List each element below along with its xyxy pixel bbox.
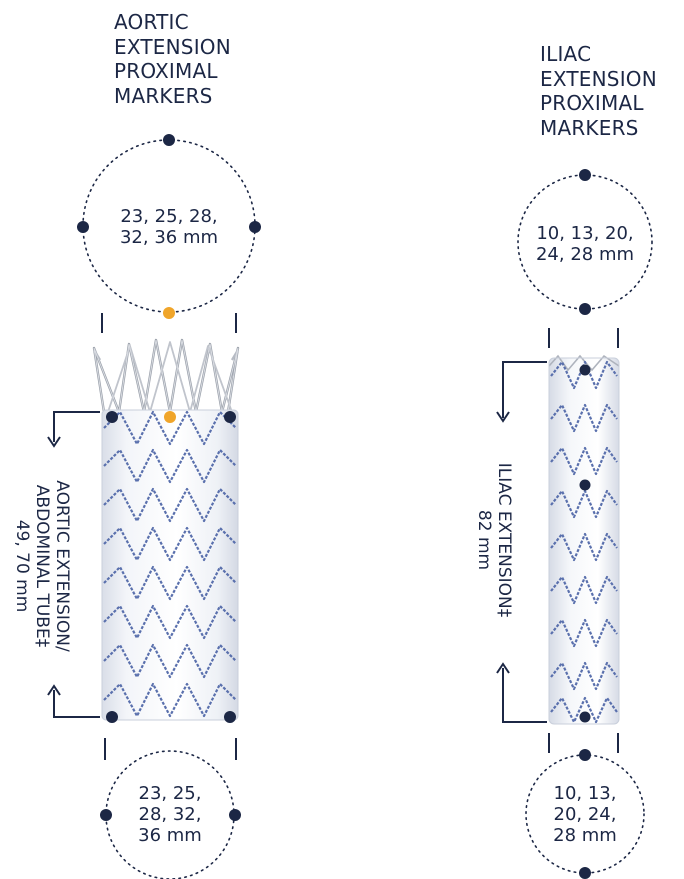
aortic-proximal-sizes-line-1: 23, 25, 28, bbox=[120, 206, 218, 227]
aortic-distal-marker-left bbox=[100, 809, 112, 821]
aortic-distal-sizes: 23, 25, 28, 32, 36 mm bbox=[138, 783, 202, 846]
iliac-markers-heading: ILIAC EXTENSION PROXIMAL MARKERS bbox=[540, 42, 657, 140]
iliac-stent-rings bbox=[550, 360, 618, 724]
iliac-heading-line-3: PROXIMAL bbox=[540, 91, 644, 115]
aortic-heading-line-4: MARKERS bbox=[114, 83, 213, 108]
iliac-distal-ring bbox=[525, 749, 645, 879]
aortic-graft-outline bbox=[101, 409, 239, 721]
iliac-graft-fabric bbox=[549, 358, 619, 724]
iliac-distal-sizes-line-3: 28 mm bbox=[553, 825, 617, 846]
aortic-extension-graft bbox=[92, 338, 240, 723]
iliac-distal-marker-bottom bbox=[579, 867, 591, 879]
iliac-graft-outline bbox=[548, 357, 620, 725]
aortic-proximal-ring bbox=[77, 134, 261, 319]
aortic-heading-line-2: EXTENSION bbox=[114, 34, 231, 59]
aortic-length-label-line-3: 49, 70 mm bbox=[12, 519, 32, 613]
iliac-heading-line-4: MARKERS bbox=[540, 115, 639, 140]
aortic-heading-line-1: AORTIC bbox=[114, 10, 189, 34]
aortic-graft-fabric bbox=[102, 410, 238, 720]
aortic-length-label-line-2: ABDOMINAL TUBE‡ bbox=[32, 484, 52, 648]
aortic-proximal-sizes: 23, 25, 28, 32, 36 mm bbox=[120, 206, 218, 248]
iliac-proximal-ring-outline bbox=[517, 174, 653, 310]
aortic-ring-marker-gold bbox=[163, 307, 175, 319]
iliac-length-label: ILIAC EXTENSION‡ 82 mm bbox=[474, 463, 514, 617]
aortic-stent-rings bbox=[103, 410, 237, 718]
iliac-distal-sizes-line-1: 10, 13, bbox=[553, 783, 617, 804]
aortic-heading-line-3: PROXIMAL bbox=[114, 59, 218, 83]
aortic-distal-sizes-line-1: 23, 25, bbox=[138, 783, 202, 804]
aortic-ring-marker-top bbox=[163, 134, 175, 146]
iliac-graft-marker-middle bbox=[579, 479, 591, 491]
iliac-proximal-sizes: 10, 13, 20, 24, 28 mm bbox=[536, 223, 634, 265]
aortic-length-label-line-1: AORTIC EXTENSION/ bbox=[52, 480, 72, 652]
aortic-bare-crown bbox=[92, 338, 240, 414]
aortic-graft-marker-bottom-left bbox=[106, 711, 118, 723]
aortic-proximal-sizes-line-2: 32, 36 mm bbox=[119, 227, 219, 248]
iliac-ring-marker-top bbox=[579, 169, 591, 181]
iliac-distal-sizes: 10, 13, 20, 24, 28 mm bbox=[553, 783, 617, 846]
iliac-proximal-sizes-line-1: 10, 13, 20, bbox=[536, 223, 634, 244]
aortic-graft-marker-top-left bbox=[106, 411, 118, 423]
aortic-distal-sizes-line-2: 28, 32, bbox=[138, 804, 202, 825]
iliac-ring-marker-bottom bbox=[579, 303, 591, 315]
iliac-proximal-sizes-line-2: 24, 28 mm bbox=[535, 244, 635, 265]
aortic-ring-marker-right bbox=[249, 221, 261, 233]
aortic-bracket-arrow-up-icon bbox=[47, 684, 61, 696]
iliac-heading-line-1: ILIAC bbox=[540, 42, 592, 66]
aortic-graft-marker-top-right bbox=[224, 411, 236, 423]
aortic-graft-marker-gold bbox=[164, 411, 176, 423]
iliac-extension-graft bbox=[548, 354, 620, 725]
iliac-distal-sizes-line-2: 20, 24, bbox=[553, 804, 617, 825]
aortic-bracket-arrow-down-icon bbox=[47, 436, 61, 448]
iliac-proximal-ring bbox=[517, 169, 653, 315]
iliac-length-label-line-1: ILIAC EXTENSION‡ bbox=[494, 462, 514, 618]
aortic-length-label: AORTIC EXTENSION/ ABDOMINAL TUBE‡ 49, 70… bbox=[12, 480, 72, 652]
iliac-length-label-line-2: 82 mm bbox=[474, 509, 494, 571]
iliac-graft-marker-bottom bbox=[579, 711, 591, 723]
aortic-distal-ring bbox=[100, 750, 241, 879]
iliac-graft-marker-top bbox=[579, 364, 591, 376]
aortic-distal-sizes-line-3: 36 mm bbox=[138, 825, 202, 846]
aortic-graft-marker-bottom-right bbox=[224, 711, 236, 723]
iliac-bracket-arrow-up-icon bbox=[496, 662, 510, 674]
iliac-top-edge-wire bbox=[548, 354, 620, 372]
iliac-bracket-arrow-down-icon bbox=[496, 411, 510, 423]
aortic-distal-marker-right bbox=[229, 809, 241, 821]
iliac-distal-marker-top bbox=[579, 749, 591, 761]
aortic-ring-marker-left bbox=[77, 221, 89, 233]
iliac-length-bracket bbox=[502, 361, 547, 723]
aortic-length-bracket bbox=[53, 411, 100, 718]
iliac-heading-line-2: EXTENSION bbox=[540, 66, 657, 91]
aortic-markers-heading: AORTIC EXTENSION PROXIMAL MARKERS bbox=[114, 10, 231, 108]
